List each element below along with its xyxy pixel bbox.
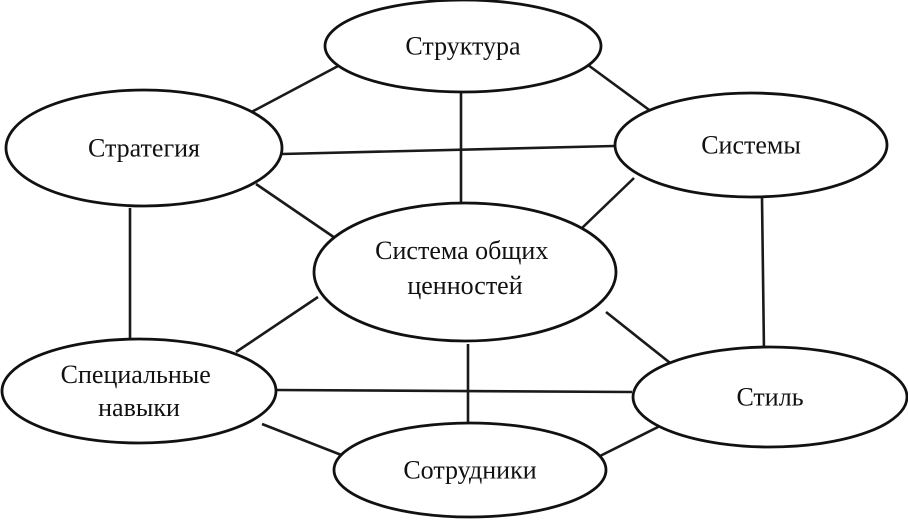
node-skills: Специальные навыки [0,337,278,445]
connections [128,63,766,460]
edge-systems-style [760,197,766,353]
node-skills-line2: навыки [98,393,180,422]
edge-values-style [605,310,675,368]
edge-strategy-values [255,182,339,242]
edge-skills-staff [261,422,345,458]
edge-structure-systems [587,63,653,114]
node-shared-values-shape [312,201,618,343]
node-shared-values-line1: Система общих [375,236,548,265]
edge-skills-style [275,388,633,394]
node-staff: Сотрудники [332,421,608,519]
node-skills-line1: Специальные [61,360,211,389]
edge-structure-strategy [243,63,341,118]
node-staff-shape [332,421,608,519]
edge-strategy-systems [281,144,615,156]
node-staff-label: Сотрудники [403,456,536,485]
node-systems: Системы [613,91,889,199]
node-structure: Структура [323,0,603,94]
node-systems-shape [613,91,889,199]
node-structure-label: Структура [405,32,521,61]
node-strategy: Стратегия [4,88,284,208]
node-strategy-label: Стратегия [88,134,200,163]
node-style-shape [631,345,908,449]
node-skills-label: Специальные навыки [61,360,218,422]
node-style-label: Стиль [736,383,803,412]
edge-systems-values [581,177,635,229]
node-systems-label: Системы [701,131,801,160]
node-style: Стиль [631,345,908,449]
node-structure-shape [323,0,603,94]
edge-staff-style [595,422,665,460]
edge-values-skills [235,295,319,354]
node-shared-values-line2: ценностей [407,271,522,300]
node-strategy-shape [4,88,284,208]
node-shared-values: Система общих ценностей [312,201,618,343]
node-skills-shape [0,337,278,445]
node-shared-values-label: Система общих ценностей [375,236,555,300]
